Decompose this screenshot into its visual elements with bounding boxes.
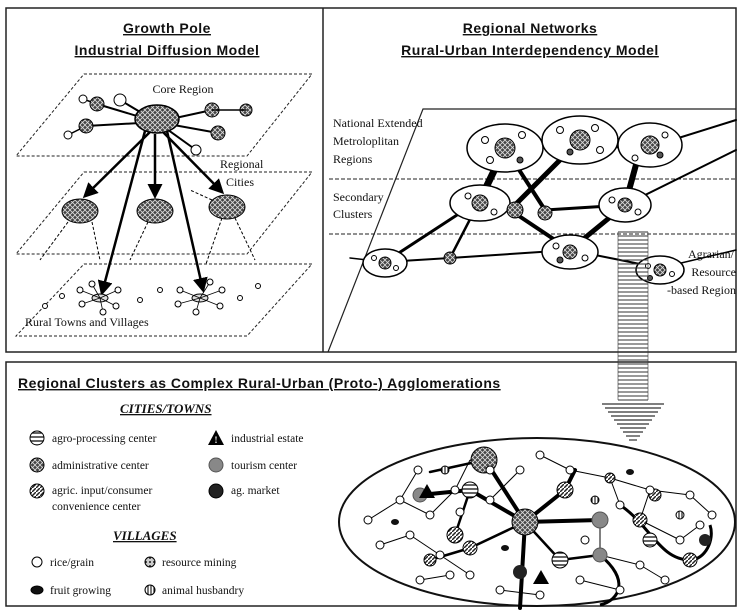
- rice-grain-icon: [32, 557, 42, 567]
- core-region-cluster: Core Region: [64, 82, 252, 155]
- core-region-label: Core Region: [153, 82, 214, 96]
- tourism-center-icon: [209, 458, 223, 472]
- rural-villages: [43, 279, 261, 315]
- regional-cities-label-1: Regional: [220, 157, 264, 171]
- growth-pole-subtitle: Industrial Diffusion Model: [75, 42, 260, 58]
- agrarian-label-2: Resource: [691, 265, 736, 279]
- regional-cities-label-2: Cities: [226, 175, 254, 189]
- legend-convenience: convenience center: [52, 501, 141, 513]
- administrative-center-icon: [30, 458, 44, 472]
- regional-clusters-panel: Regional Clusters as Complex Rural-Urban…: [18, 375, 735, 608]
- svg-text:!: !: [215, 435, 218, 445]
- secondary-label-2: Clusters: [333, 207, 373, 221]
- secondary-label-1: Secondary: [333, 190, 384, 204]
- legend-agric-input: agric. input/consumer: [52, 485, 152, 497]
- national-label-2: Metroloplitan: [333, 134, 399, 148]
- legend-agro-processing: agro-processing center: [52, 433, 157, 445]
- agric-input-icon: [30, 484, 44, 498]
- regional-city: [209, 195, 245, 219]
- resource-mining-icon: [145, 557, 155, 567]
- agrarian-label-3: -based Region: [667, 283, 736, 297]
- animal-husbandry-icon: [145, 585, 155, 595]
- legend-administrative: administrative center: [52, 460, 149, 472]
- agrarian-label-1: Agrarian/: [688, 247, 735, 261]
- agglomeration-network: [339, 438, 735, 608]
- core-city: [135, 105, 179, 133]
- national-label-1: National Extended: [333, 116, 423, 130]
- villages-heading: VILLAGES: [113, 528, 177, 543]
- fruit-growing-icon: [31, 586, 43, 594]
- legend-ag-market: ag. market: [231, 485, 280, 497]
- agro-processing-icon: [30, 431, 44, 445]
- regional-city: [62, 199, 98, 223]
- ag-market-icon: [209, 484, 223, 498]
- legend-tourism: tourism center: [231, 460, 297, 472]
- rural-towns-label: Rural Towns and Villages: [25, 315, 149, 329]
- legend-rice: rice/grain: [50, 557, 94, 569]
- regional-networks-subtitle: Rural-Urban Interdependency Model: [401, 42, 659, 58]
- growth-pole-panel: Growth Pole Industrial Diffusion Model: [16, 20, 312, 336]
- legend-industrial-estate: industrial estate: [231, 433, 304, 445]
- legend-fruit: fruit growing: [50, 585, 111, 597]
- regional-city: [137, 199, 173, 223]
- national-label-3: Regions: [333, 152, 373, 166]
- legend-animal: animal husbandry: [162, 585, 244, 597]
- regional-networks-title: Regional Networks: [463, 20, 598, 36]
- regional-clusters-title: Regional Clusters as Complex Rural-Urban…: [18, 375, 501, 391]
- cities-heading: CITIES/TOWNS: [120, 401, 212, 416]
- regional-networks-panel: Regional Networks Rural-Urban Interdepen…: [328, 20, 736, 352]
- legend-mining: resource mining: [162, 557, 237, 569]
- growth-pole-title: Growth Pole: [123, 20, 211, 36]
